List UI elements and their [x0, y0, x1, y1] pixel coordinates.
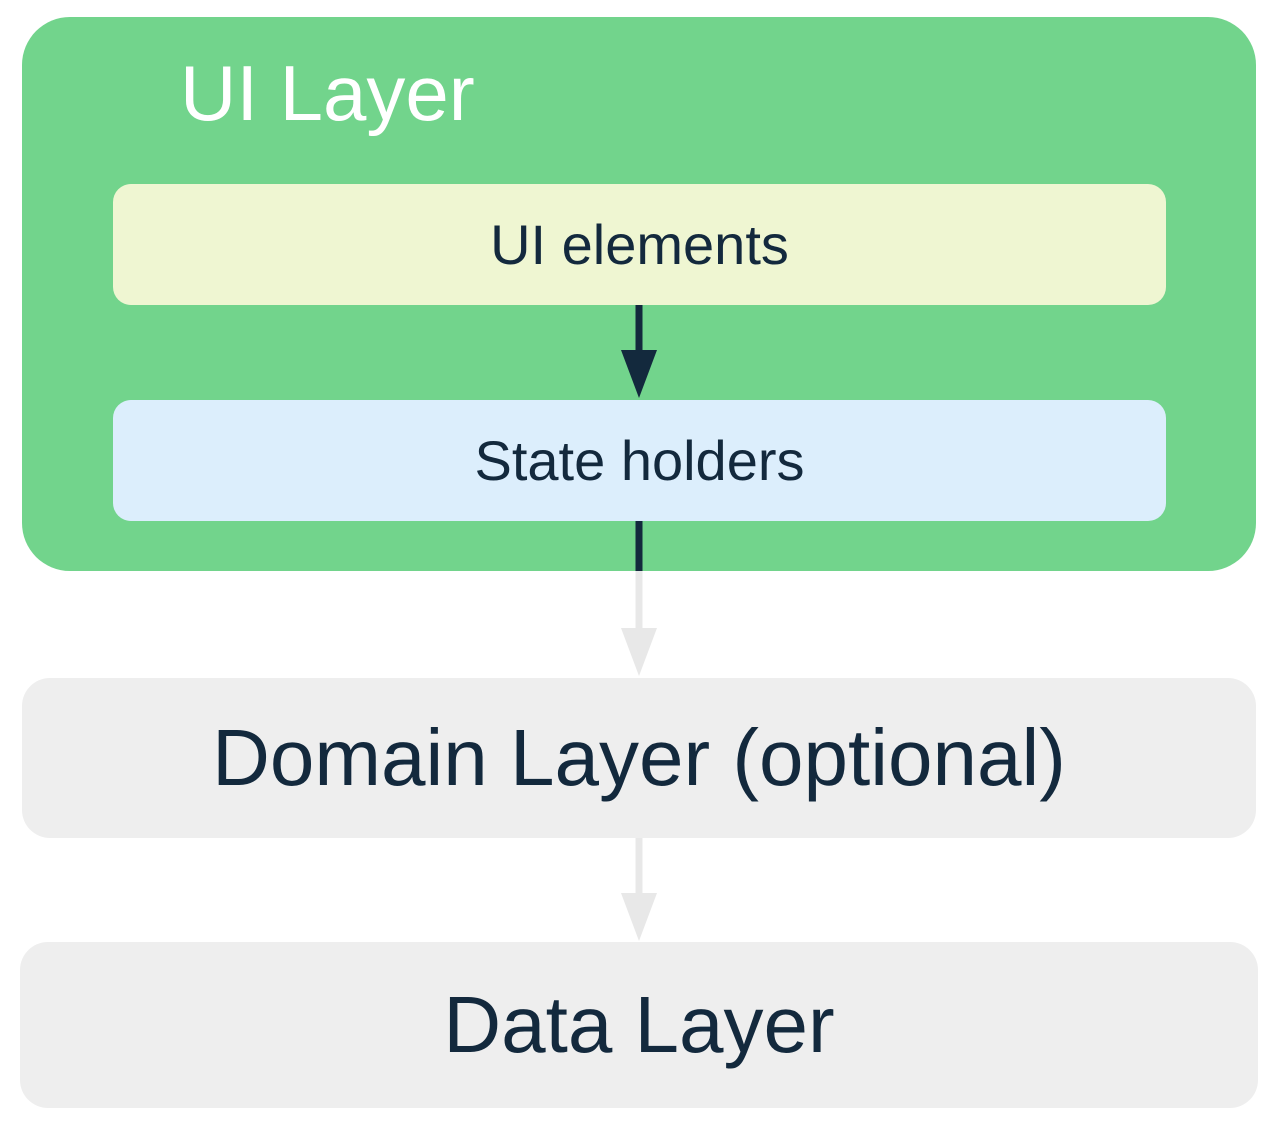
- ui-elements-label: UI elements: [490, 213, 789, 276]
- state-holders-label: State holders: [474, 429, 805, 492]
- domain-layer-label: Domain Layer (optional): [212, 713, 1066, 802]
- domain-layer-box: Domain Layer (optional): [22, 678, 1256, 838]
- ui-elements-box: UI elements: [113, 184, 1166, 305]
- data-layer-box: Data Layer: [20, 942, 1258, 1108]
- ui-layer-title: UI Layer: [180, 49, 475, 137]
- arrow-domain-to-data-layer: [621, 838, 657, 941]
- state-holders-box: State holders: [113, 400, 1166, 521]
- data-layer-label: Data Layer: [443, 980, 835, 1069]
